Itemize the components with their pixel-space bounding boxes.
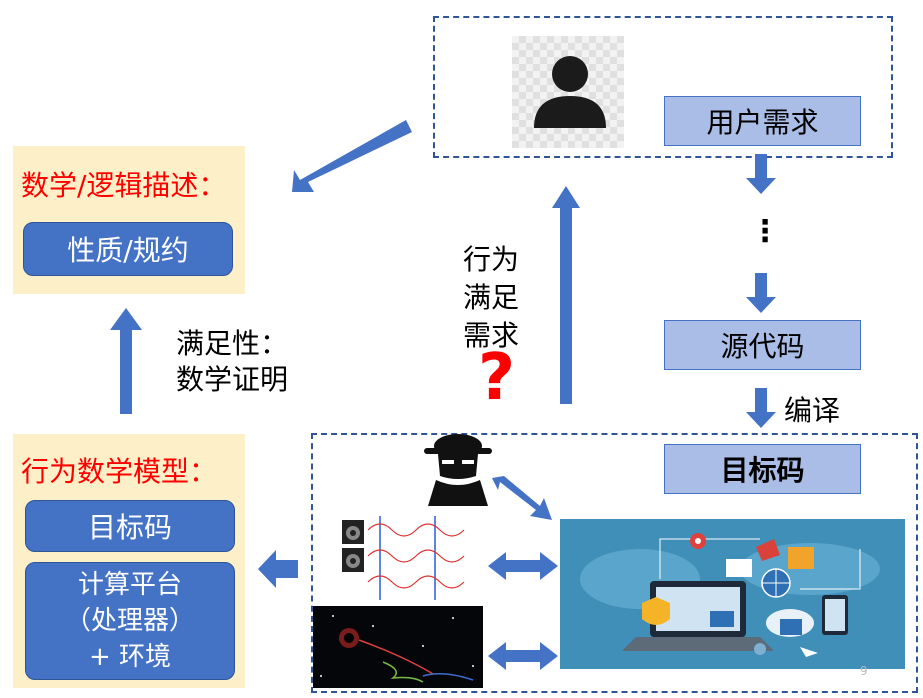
down-arrow-1	[746, 154, 776, 194]
compile-label: 编译	[784, 394, 841, 427]
property-spec-box: 性质/规约	[23, 222, 233, 276]
property-spec-label: 性质/规约	[67, 234, 189, 267]
platform-line-2: （处理器）	[64, 606, 195, 636]
tech-illustration	[560, 519, 905, 669]
behavior-line-2: 满足	[463, 281, 520, 314]
source-code-label: 源代码	[720, 330, 805, 363]
question-mark: ?	[478, 341, 516, 415]
platform-line-1: 计算平台	[77, 570, 182, 600]
math-logic-title: 数学/逻辑描述：	[21, 169, 227, 202]
left-target-code-box: 目标码	[25, 500, 235, 552]
down-arrow-2	[746, 273, 776, 313]
source-code-box: 源代码	[664, 320, 861, 370]
user-region	[433, 16, 893, 158]
satisfy-line-2: 数学证明	[176, 363, 289, 396]
network-devices-icon	[580, 533, 880, 657]
behavior-line-3: 需求	[463, 319, 520, 352]
space-scene-image	[313, 606, 483, 688]
speaker-signal-icon	[342, 516, 465, 600]
left-target-code-label: 目标码	[87, 511, 172, 544]
behavior-model-panel: 行为数学模型： 目标码 计算平台 （处理器） + 环境	[13, 434, 245, 688]
checker-background	[512, 36, 624, 148]
user-icon	[534, 56, 606, 128]
user-requirement-label: 用户需求	[706, 106, 819, 139]
behavior-model-title: 行为数学模型：	[21, 455, 218, 488]
user-requirement-box: 用户需求	[664, 96, 861, 146]
left-arrow-model	[258, 550, 298, 588]
target-code-label: 目标码	[720, 454, 805, 487]
diag-arrow-to-math	[292, 120, 412, 192]
up-arrow-satisfy	[110, 308, 142, 414]
target-code-box: 目标码	[664, 444, 861, 494]
page-number: 9	[860, 664, 868, 678]
hacker-icon	[424, 434, 492, 506]
platform-line-3: + 环境	[88, 642, 172, 672]
satisfy-line-1: 满足性：	[176, 327, 289, 360]
platform-env-box: 计算平台 （处理器） + 环境	[25, 562, 235, 680]
math-logic-panel: 数学/逻辑描述： 性质/规约	[13, 146, 245, 294]
system-region	[311, 433, 918, 693]
behavior-line-1: 行为	[463, 243, 520, 276]
ellipsis: ⋮	[750, 214, 780, 249]
compile-arrow	[746, 388, 776, 428]
up-arrow-behavior	[552, 186, 580, 404]
